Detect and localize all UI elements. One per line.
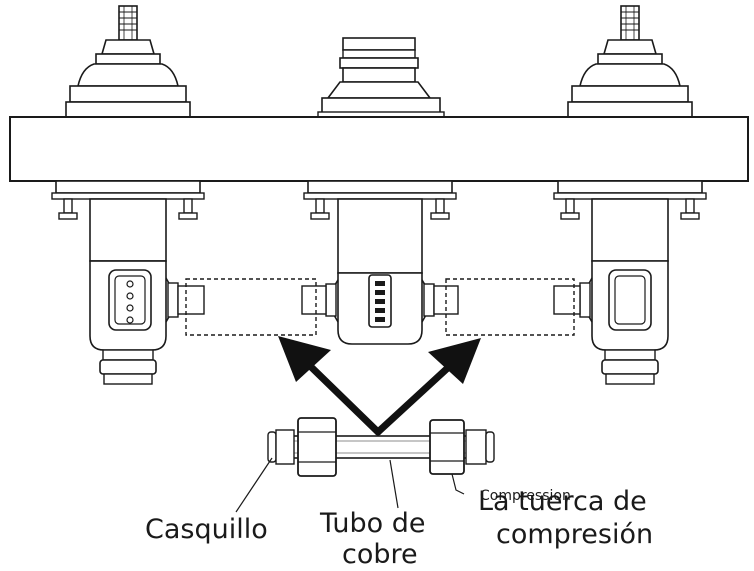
label-tuerca-line1: La tuerca de — [478, 486, 647, 517]
label-casquillo: Casquillo — [145, 514, 268, 545]
right-pipe-placeholder — [445, 278, 575, 336]
center-valve-body — [301, 198, 459, 345]
left-actuator — [61, 5, 195, 124]
compression-nut-right — [429, 419, 465, 475]
compression-nut-left — [297, 417, 337, 477]
insertion-arrows — [278, 336, 481, 436]
label-compression-overlay: Compression — [480, 488, 571, 504]
left-pipe-placeholder — [185, 278, 317, 336]
ferrule-left — [267, 429, 295, 465]
right-valve-body — [553, 198, 669, 385]
left-valve-body — [89, 198, 205, 385]
manifold-bar — [9, 116, 749, 182]
right-actuator — [563, 5, 697, 124]
center-connector-top — [317, 37, 445, 118]
pipe-assembly — [267, 417, 495, 477]
leader-lines — [235, 457, 465, 513]
label-tubo-line2: cobre — [342, 539, 418, 570]
label-tubo-line1: Tubo de — [319, 508, 426, 539]
ferrule-right — [465, 429, 495, 465]
label-tuerca-line2: compresión — [496, 519, 653, 550]
